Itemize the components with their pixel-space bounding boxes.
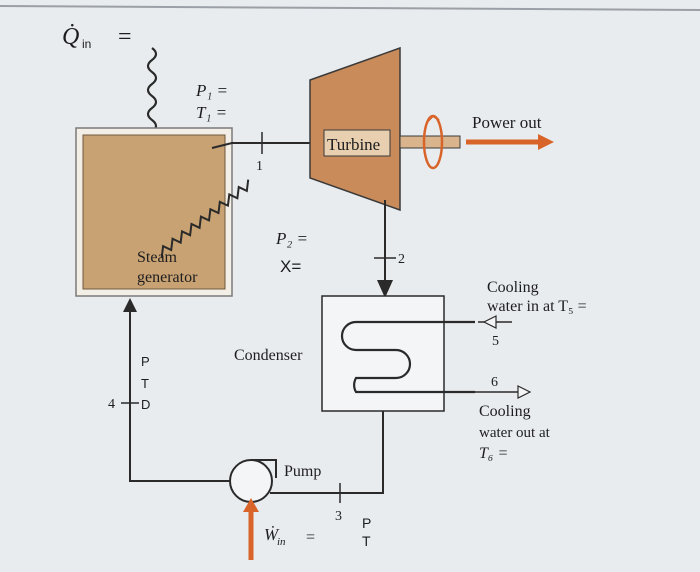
work-in-symbol: Ẇ — [264, 525, 280, 544]
power-out-arrow-head — [538, 134, 554, 150]
state-3-temperature: T — [362, 533, 371, 549]
turbine-label: Turbine — [327, 135, 380, 154]
condenser-label: Condenser — [234, 347, 303, 364]
work-in-subscript: in — [277, 536, 286, 548]
turbine-body — [309, 46, 401, 212]
heat-in-symbol: Q̇ — [62, 24, 79, 50]
state-1-temperature: T₁ = — [196, 103, 227, 122]
pump-label: Pump — [284, 463, 321, 480]
rotation-arrow-icon — [426, 115, 440, 123]
cooling-out-label-2: water out at — [479, 425, 551, 441]
state-2-pressure: P₂ = — [275, 229, 308, 248]
pipe-state-4 — [129, 305, 230, 482]
cooling-in-arrow-icon — [482, 315, 497, 329]
cooling-out-arrow-icon — [517, 385, 532, 399]
pipe-state-3 — [270, 411, 384, 494]
state-5-number: 5 — [492, 334, 499, 349]
work-in-equals: = — [306, 529, 315, 546]
state-2-quality: X= — [280, 257, 301, 276]
cooling-out-label-3: T₆ = — [479, 445, 508, 462]
state-3-pressure: P — [362, 515, 371, 531]
state-6-number: 6 — [491, 375, 498, 390]
turbine-label-plate — [323, 129, 391, 157]
paper-edge — [0, 5, 700, 11]
power-out-label: Power out — [472, 113, 542, 132]
heat-in-equals: = — [118, 24, 132, 50]
state-4-pressure: P — [141, 354, 150, 369]
turbine-shaft — [399, 135, 461, 149]
cooling-in-label-2: water in at T₅ = — [487, 298, 587, 315]
work-in-arrow-head — [243, 498, 259, 512]
cooling-in-label-1: Cooling — [487, 279, 539, 296]
state-4-density: D — [141, 397, 150, 412]
heat-in-subscript: in — [82, 37, 91, 51]
pump-outlet — [251, 459, 277, 478]
steam-generator-label-2: generator — [137, 269, 198, 286]
state-2-number: 2 — [398, 252, 405, 267]
pipe-state-1 — [211, 142, 310, 149]
condenser-coil — [340, 320, 475, 394]
state-3-number: 3 — [335, 509, 342, 524]
steam-generator-label-1: Steam — [137, 249, 178, 266]
state-4-arrow-head — [123, 298, 137, 312]
state-1-number: 1 — [256, 159, 263, 174]
steam-generator-coil — [160, 179, 250, 258]
state-1-pressure: P₁ = — [195, 81, 228, 100]
steam-generator-body — [82, 134, 226, 290]
pump-body — [229, 459, 273, 503]
state-4-temperature: T — [141, 376, 149, 391]
state-4-number: 4 — [108, 397, 115, 412]
cooling-out-label-1: Cooling — [479, 403, 531, 420]
condenser-body — [321, 295, 445, 412]
